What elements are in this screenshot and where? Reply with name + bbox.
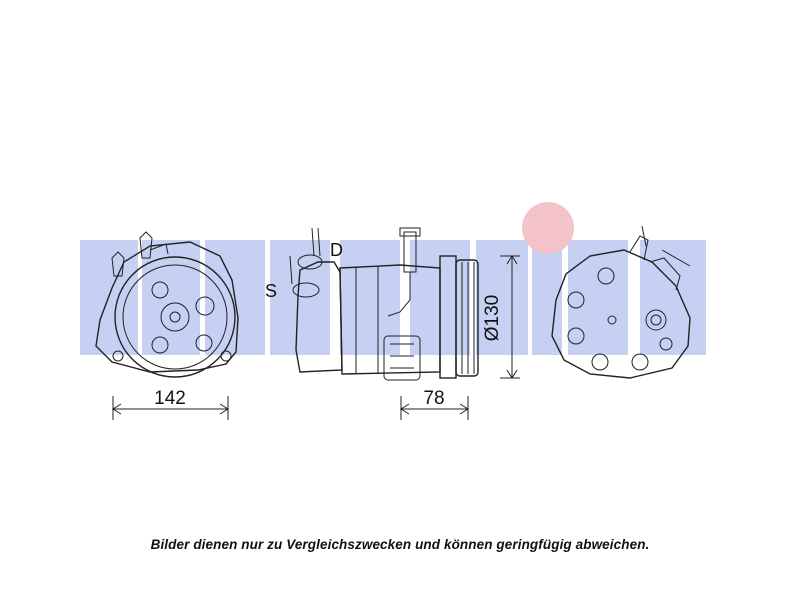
dimension-depth: 78 xyxy=(400,388,469,420)
dimension-depth-label: 78 xyxy=(423,388,444,409)
dimension-pulley-diameter-label: Ø130 xyxy=(482,295,503,341)
dimension-width: 142 xyxy=(112,388,229,420)
watermark-logo xyxy=(80,202,706,355)
rear-view xyxy=(551,225,691,379)
dimension-width-label: 142 xyxy=(154,388,186,409)
dimension-pulley-diameter: Ø130 xyxy=(482,255,520,379)
discharge-port-label: D xyxy=(330,240,343,260)
suction-port-label: S xyxy=(265,281,277,301)
front-view xyxy=(95,231,239,378)
disclaimer-caption: Bilder dienen nur zu Vergleichszwecken u… xyxy=(150,537,650,552)
side-view xyxy=(289,227,479,381)
